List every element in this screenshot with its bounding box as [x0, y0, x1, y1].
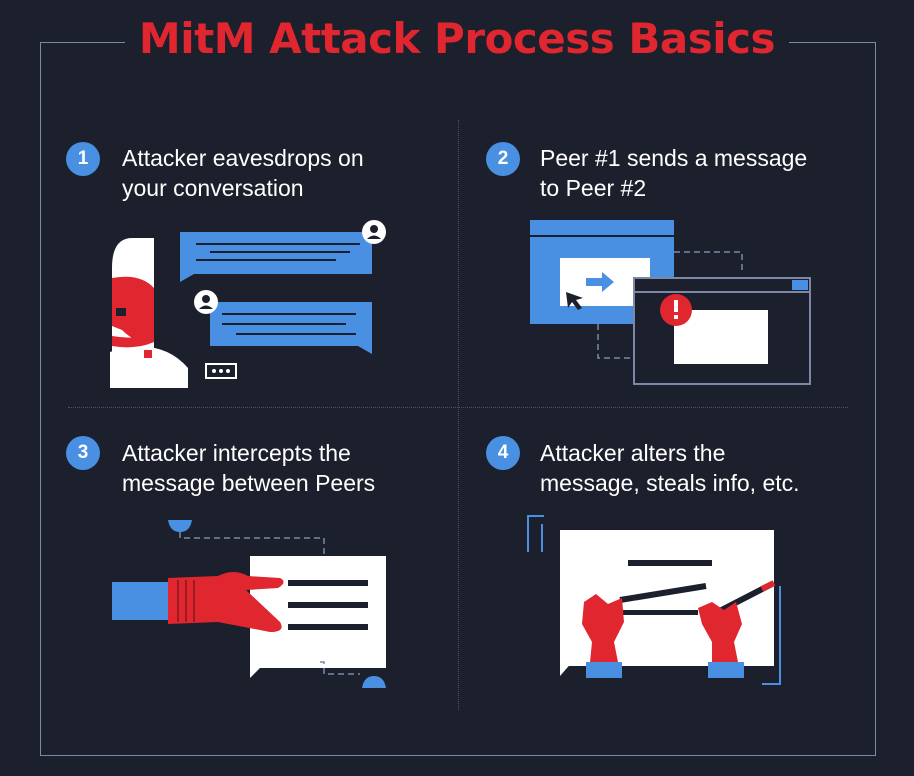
alter-message-icon — [526, 512, 816, 690]
step-2-number: 2 — [486, 142, 520, 176]
browser-transfer-icon — [528, 218, 818, 390]
step-1-text: Attacker eavesdrops on your conversation — [122, 145, 364, 201]
step-2-text: Peer #1 sends a message to Peer #2 — [540, 145, 808, 201]
step-4-text: Attacker alters the message, steals info… — [540, 440, 800, 496]
step-3-text: Attacker intercepts the message between … — [122, 440, 376, 496]
eavesdrop-icon — [110, 218, 400, 390]
horizontal-divider — [68, 407, 848, 408]
step-3-number: 3 — [66, 436, 100, 470]
step-4-number: 4 — [486, 436, 520, 470]
step-1-number: 1 — [66, 142, 100, 176]
intercept-icon — [110, 512, 400, 690]
page-title: MitM Attack Process Basics — [0, 14, 914, 63]
vertical-divider — [458, 120, 459, 710]
